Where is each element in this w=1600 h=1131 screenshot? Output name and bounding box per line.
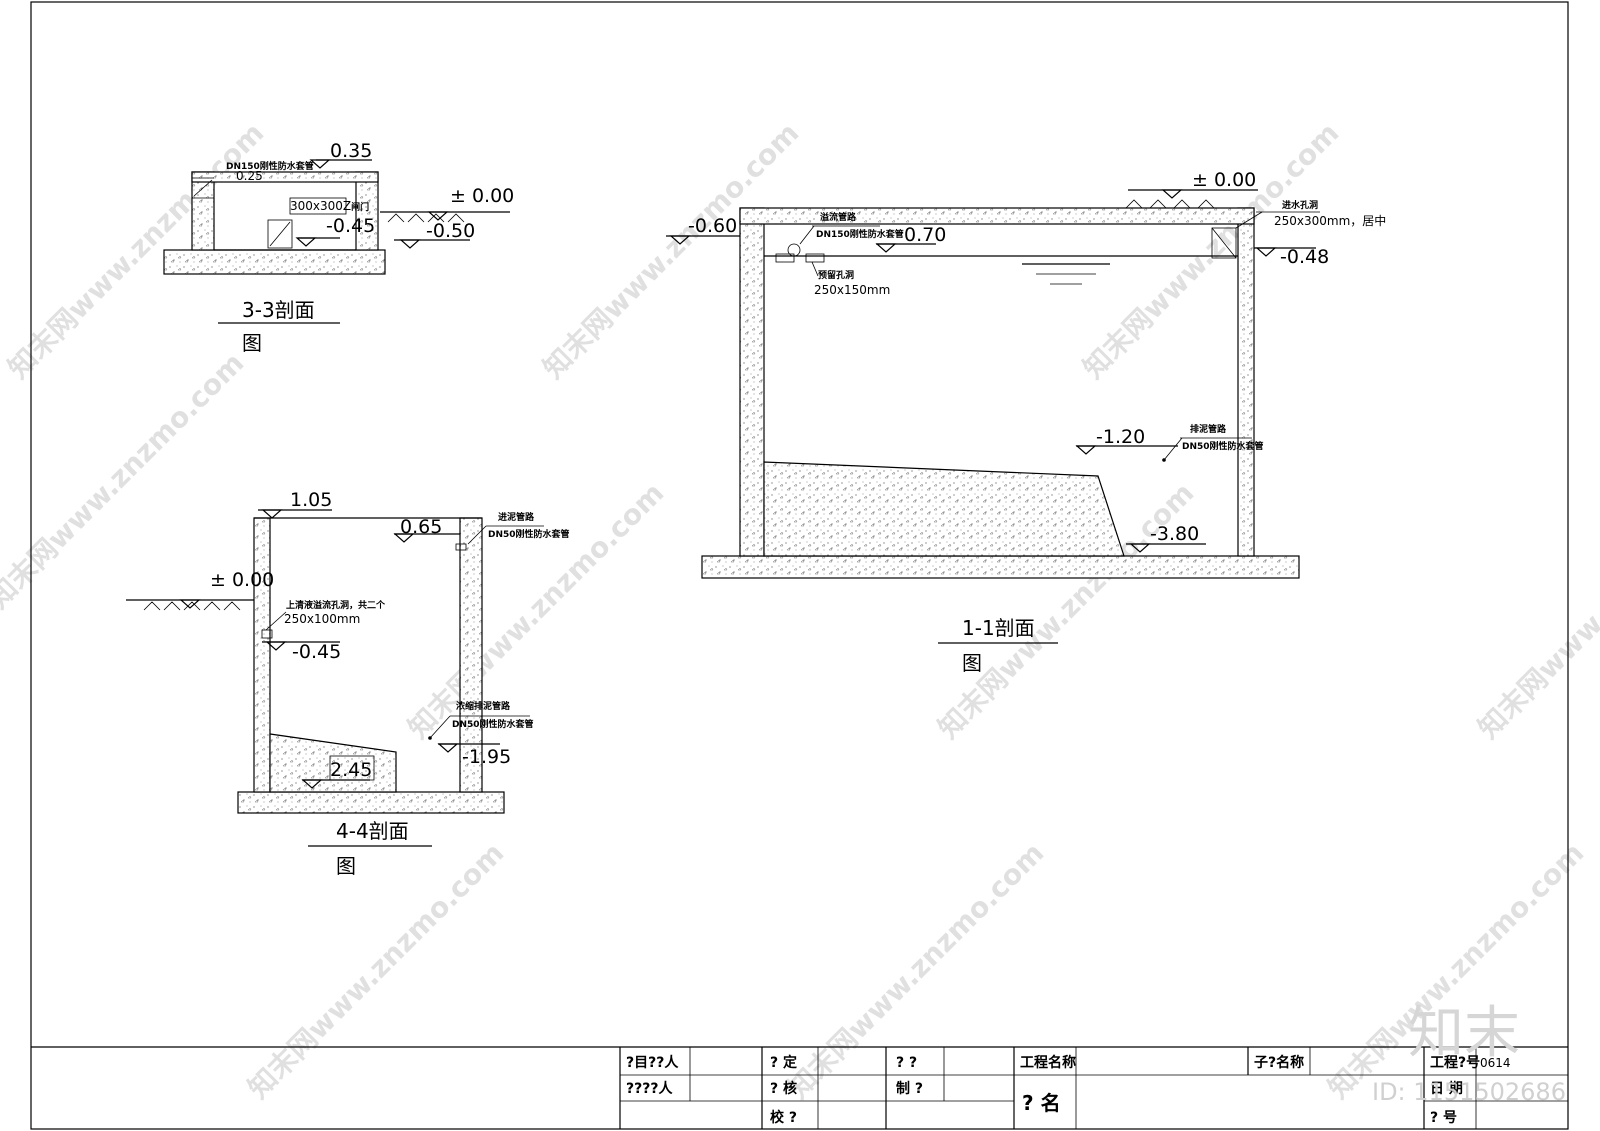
pipe-label: 浓缩排泥管路 <box>456 700 511 712</box>
watermark-text: 知末网www.znzmo.com <box>242 836 511 1105</box>
elevation-label: ± 0.00 <box>1192 169 1256 191</box>
tb-cell: ? 名 <box>1022 1091 1061 1115</box>
tb-cell: 工程?号 <box>1430 1055 1480 1071</box>
pipe-label: 溢流管路 <box>820 211 857 223</box>
watermark-text: 知末网www.znzmo.com <box>537 116 806 385</box>
elevation-label: -0.45 <box>326 215 375 237</box>
elevation-label: 0.25 <box>236 169 263 183</box>
elevation-label: -0.60 <box>688 215 737 237</box>
elevation-label: ± 0.00 <box>450 185 514 207</box>
tb-cell: 校 ? <box>770 1109 797 1126</box>
watermark-logo: 知末 <box>1408 1001 1520 1066</box>
section-title: 1-1剖面 <box>962 616 1035 640</box>
tb-cell: 0614 <box>1480 1056 1511 1070</box>
pipe-label: DN50刚性防水套管 <box>452 718 534 730</box>
elevation-label: -0.50 <box>426 220 475 242</box>
tb-cell: 日 期 <box>1430 1081 1463 1097</box>
elevation-label: -3.80 <box>1150 523 1199 545</box>
tb-cell: 子?名称 <box>1254 1054 1304 1071</box>
section-subtitle: 图 <box>962 651 982 675</box>
pipe-label: 排泥管路 <box>1190 423 1227 435</box>
title-block: ?目??人 ????人 ? 定 ? 核 校 ? ? ? 制 ? 工程名称 子?名… <box>31 1046 1568 1129</box>
section-4-4: 1.05 0.65 进泥管路 DN50刚性防水套管 ± 0.00 上清液溢流孔洞… <box>126 489 570 878</box>
elevation-label: -0.48 <box>1280 246 1329 268</box>
elevation-label: -0.45 <box>292 641 341 663</box>
elevation-label: -1.95 <box>462 746 511 768</box>
elevation-label: ± 0.00 <box>210 569 274 591</box>
watermark-text: 知末网www.znzmo.com <box>1472 476 1600 745</box>
tb-cell: ????人 <box>626 1080 673 1097</box>
tb-cell: 工程名称 <box>1020 1054 1076 1071</box>
sheet-border <box>30 1 1569 1130</box>
elevation-label: 0.65 <box>400 516 442 538</box>
tb-cell: ? 核 <box>770 1080 797 1097</box>
hole-label: 上清液溢流孔洞，共二个 <box>286 599 386 611</box>
hole-label: 进水孔洞 <box>1282 199 1318 211</box>
pipe-label: DN150刚性防水套管 <box>816 228 904 240</box>
hole-size: 250x100mm <box>284 612 360 626</box>
hole-size: 250x300mm，居中 <box>1274 213 1386 228</box>
tb-cell: ? 号 <box>1430 1110 1457 1126</box>
elevation-label: 2.45 <box>330 759 372 781</box>
section-1-1: ± 0.00 -0.60 溢流管路 DN150刚性防水套管 0.70 预留孔洞 … <box>666 169 1386 675</box>
elevation-label: 1.05 <box>290 489 332 511</box>
section-3-3: 0.35 DN150刚性防水套管 0.25 300x300Z闸门 -0.45 ±… <box>163 140 514 355</box>
section-title: 4-4剖面 <box>336 819 409 843</box>
hole-size: 250x150mm <box>814 283 890 297</box>
tb-cell: ? 定 <box>770 1054 797 1071</box>
tb-cell: ?目??人 <box>626 1054 679 1071</box>
section-title: 3-3剖面 <box>242 298 315 322</box>
elevation-label: 0.35 <box>330 140 372 162</box>
pipe-label: DN50刚性防水套管 <box>488 528 570 540</box>
watermark-id: ID: 1151502686 <box>1372 1078 1566 1106</box>
hole-label: 预留孔洞 <box>818 269 854 281</box>
section-subtitle: 图 <box>336 854 356 878</box>
gate-label: 300x300Z闸门 <box>290 199 369 213</box>
section-subtitle: 图 <box>242 331 262 355</box>
pipe-label: DN50刚性防水套管 <box>1182 440 1264 452</box>
pipe-label: 进泥管路 <box>498 511 535 523</box>
elevation-label: 0.70 <box>904 224 946 246</box>
tb-cell: ? ? <box>896 1055 917 1071</box>
pipe-label: DN150刚性防水套管 <box>226 160 314 172</box>
elevation-label: -1.20 <box>1096 426 1145 448</box>
tb-cell: 制 ? <box>896 1080 923 1097</box>
